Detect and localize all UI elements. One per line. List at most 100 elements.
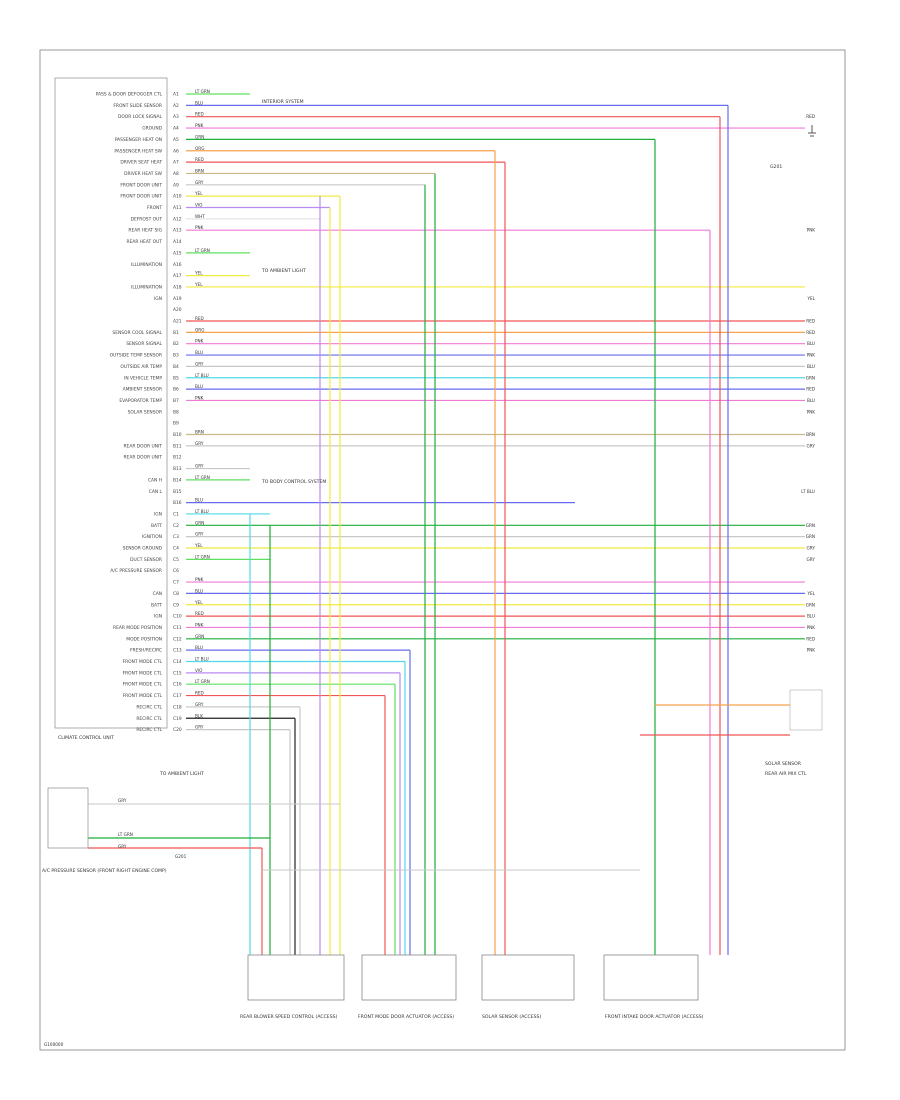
pin-label: C1 (173, 511, 179, 517)
control-unit-label-row: MODE POSITION (126, 636, 162, 642)
wire-color-label: LT GRN (195, 248, 210, 253)
pin-label: A12 (173, 216, 182, 222)
control-unit-label-row: REAR DOOR UNIT (124, 455, 163, 461)
bottom-unit-4: FRONT INTAKE DOOR ACTUATOR (ACCESS) (605, 1014, 704, 1020)
wire-color-label: PNK (195, 395, 204, 400)
wire-color-label: GRY (195, 441, 204, 446)
control-unit-label-row: SENSOR GROUND (123, 546, 163, 552)
pin-label: C5 (173, 557, 179, 563)
bottom-unit-3: SOLAR SENSOR (ACCESS) (482, 1014, 541, 1020)
wire-color-label: RED (195, 691, 204, 696)
control-unit-label-row: BATT (151, 602, 162, 608)
pin-label: C3 (173, 534, 179, 540)
corner-tag: G100000 (44, 1042, 64, 1047)
wire-color-label: RED (195, 611, 204, 616)
pin-label: C11 (173, 625, 182, 631)
control-unit-label-row: REAR MODE POSITION (113, 625, 162, 631)
wire-color-label: PNK (195, 339, 204, 344)
control-unit-label-row: GROUND (142, 126, 162, 132)
pin-label: C4 (173, 546, 179, 552)
wire-color-label: LT BLU (195, 657, 209, 662)
wire-color-label: ORG (195, 327, 204, 332)
pin-label: B1 (173, 330, 179, 336)
left-wire-label-3: GRY (118, 844, 127, 849)
control-unit-label-row: REAR DOOR UNIT (124, 443, 163, 449)
control-unit-label-row: DUCT SENSOR (130, 557, 162, 563)
wire-color-label: PNK (195, 577, 204, 582)
right-component-1: SOLAR SENSOR (765, 761, 802, 767)
wire-color-label: YEL (194, 271, 203, 276)
wire-color-label: LT GRN (195, 475, 210, 480)
bottom-small-note: G201 (175, 854, 187, 859)
control-unit-label-row: DOOR LOCK SIGNAL (118, 114, 163, 120)
pin-label: A6 (173, 148, 179, 154)
right-end-label: YEL (806, 296, 815, 301)
control-unit-box (54, 77, 168, 729)
bottom-unit-box-2 (361, 954, 457, 1001)
right-end-label: RED (806, 114, 815, 119)
wire-color-label: BLU (195, 645, 203, 650)
pin-label: A18 (173, 284, 182, 290)
control-unit-label-row: OUTSIDE TEMP SENSOR (110, 353, 162, 359)
pin-label: C18 (173, 704, 182, 710)
left-sensor-label: A/C PRESSURE SENSOR (FRONT RIGHT ENGINE … (42, 868, 167, 874)
control-unit-label-row: PASSENGER HEAT ON (115, 137, 162, 143)
right-end-label: PNK (807, 228, 816, 233)
control-unit-label-row: RECIRC CTL (136, 716, 162, 722)
wire-color-label: GRY (195, 180, 204, 185)
pin-label: C8 (173, 591, 179, 597)
right-end-label: PNK (807, 353, 816, 358)
control-unit-label-row: FRONT MODE CTL (123, 659, 163, 665)
wire-color-label: GRY (195, 464, 204, 469)
control-unit-label-row: CAN H (148, 477, 162, 483)
wire-color-label: ORG (195, 146, 204, 151)
right-end-label: GRN (806, 602, 815, 607)
wire-color-label: LT GRN (195, 554, 210, 559)
pin-label: B10 (173, 432, 182, 438)
pin-labels-group: A1A2A3A4A5A6A7A8A9A10A11A12A13A14A15A16A… (173, 92, 182, 734)
pin-label: C15 (173, 670, 182, 676)
wire-color-label: GRY (195, 532, 204, 537)
pin-label: B4 (173, 364, 179, 370)
wire-color-label: BLU (195, 350, 203, 355)
pin-label: A19 (173, 296, 182, 302)
pin-label: B16 (173, 500, 182, 506)
right-end-label: GRY (807, 443, 816, 448)
pin-label: C16 (173, 682, 182, 688)
wire-color-label: YEL (194, 282, 203, 287)
right-end-label: GRN (806, 534, 815, 539)
control-unit-label-row: IN VEHICLE TEMP (124, 375, 162, 381)
pin-label: C7 (173, 580, 179, 586)
side-note-2: TO BODY CONTROL SYSTEM (261, 479, 326, 485)
bottom-unit-box-4 (603, 954, 699, 1001)
wire-color-label: RED (195, 316, 204, 321)
pin-label: C14 (173, 659, 182, 665)
pin-label: B3 (173, 353, 179, 359)
pin-label: C13 (173, 648, 182, 654)
right-end-label: GRN (806, 375, 815, 380)
right-end-label: BLU (807, 364, 815, 369)
pin-label: A16 (173, 262, 182, 268)
pin-label: A10 (173, 194, 182, 200)
wire-color-label: VIO (195, 668, 203, 673)
control-unit-label-row: FRONT MODE CTL (123, 670, 163, 676)
wire-color-label: YEL (194, 191, 203, 196)
control-unit-label-row: PASS & DOOR DEFOGGER CTL (96, 92, 163, 98)
pin-label: B7 (173, 398, 179, 404)
left-sensor-box (47, 787, 89, 849)
ground-label: G201 (770, 164, 782, 170)
right-end-label: GRY (807, 546, 816, 551)
pin-label: C9 (173, 602, 179, 608)
pin-label: A9 (173, 182, 179, 188)
control-unit-label-row: PASSENGER HEAT SW (114, 148, 162, 154)
left-wire-label-2: LT GRN (118, 832, 133, 837)
wire-color-label: GRY (195, 361, 204, 366)
ground-symbol (808, 125, 816, 137)
right-end-label: PNK (807, 648, 816, 653)
pin-label: B13 (173, 466, 182, 472)
pin-label: B11 (173, 443, 182, 449)
pin-label: A2 (173, 103, 179, 109)
wire-color-label: YEL (194, 600, 203, 605)
